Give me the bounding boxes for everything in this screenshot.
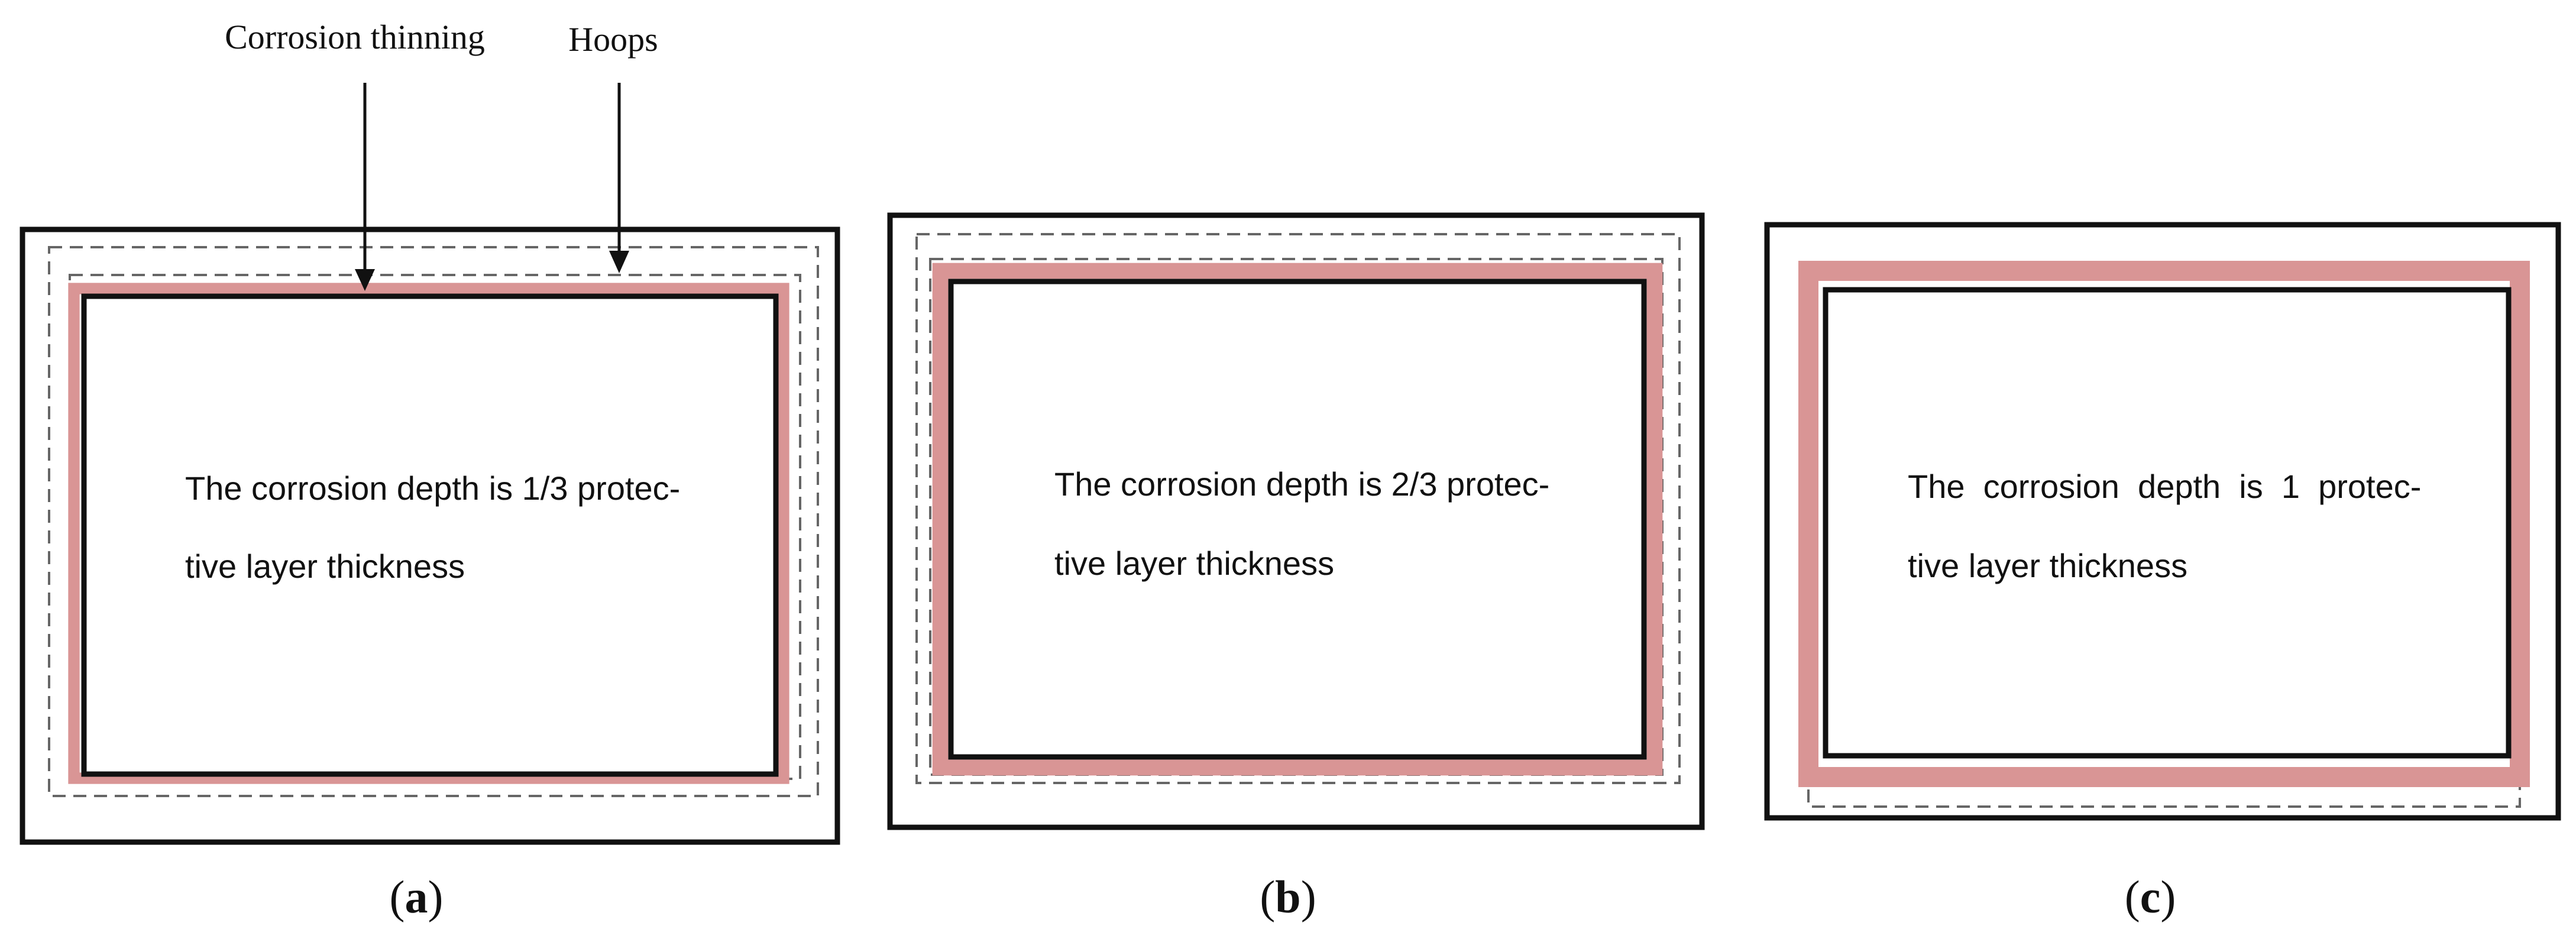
panel-a-caption: (a)	[390, 871, 444, 923]
panel-a-description-line1: The corrosion depth is 1/3 protec-	[185, 470, 680, 507]
panel-a: The corrosion depth is 1/3 protec- tive …	[20, 226, 840, 923]
panel-c-concrete-core	[1823, 287, 2512, 759]
label-corrosion-thinning: Corrosion thinning	[225, 18, 485, 56]
panel-b-outer-section	[887, 212, 1705, 830]
panel-a-description-line2: tive layer thickness	[185, 548, 465, 585]
panel-c-corrosion-band	[1798, 261, 2530, 787]
panel-c: The corrosion depth is 1 protec- tive la…	[1764, 222, 2561, 923]
panel-b-caption: (b)	[1260, 871, 1316, 923]
panel-b-hoop-outer	[915, 233, 1681, 784]
panel-c-description-line2: tive layer thickness	[1908, 547, 2187, 584]
annotation-arrows	[355, 83, 629, 291]
panel-c-outer-section	[1764, 222, 2561, 821]
panel-c-description-line1: The corrosion depth is 1 protec-	[1908, 468, 2421, 505]
arrow-hoops-head	[609, 251, 629, 273]
panel-b-description-line1: The corrosion depth is 2/3 protec-	[1054, 465, 1549, 503]
panel-b-corrosion-band	[932, 263, 1663, 776]
panel-a-corrosion-band	[68, 283, 789, 784]
arrow-corrosion-thinning-head	[355, 269, 375, 291]
panel-a-hoop-outer	[48, 246, 819, 797]
panel-c-caption: (c)	[2125, 871, 2176, 923]
panel-b-concrete-core	[948, 279, 1647, 760]
panel-a-concrete-core	[81, 293, 779, 777]
panel-b-description-line2: tive layer thickness	[1054, 545, 1334, 582]
panel-b: The corrosion depth is 2/3 protec- tive …	[887, 212, 1705, 923]
panel-b-hoop-inner	[929, 258, 1664, 776]
panel-a-outer-section	[20, 226, 840, 845]
label-hoops: Hoops	[568, 20, 658, 59]
